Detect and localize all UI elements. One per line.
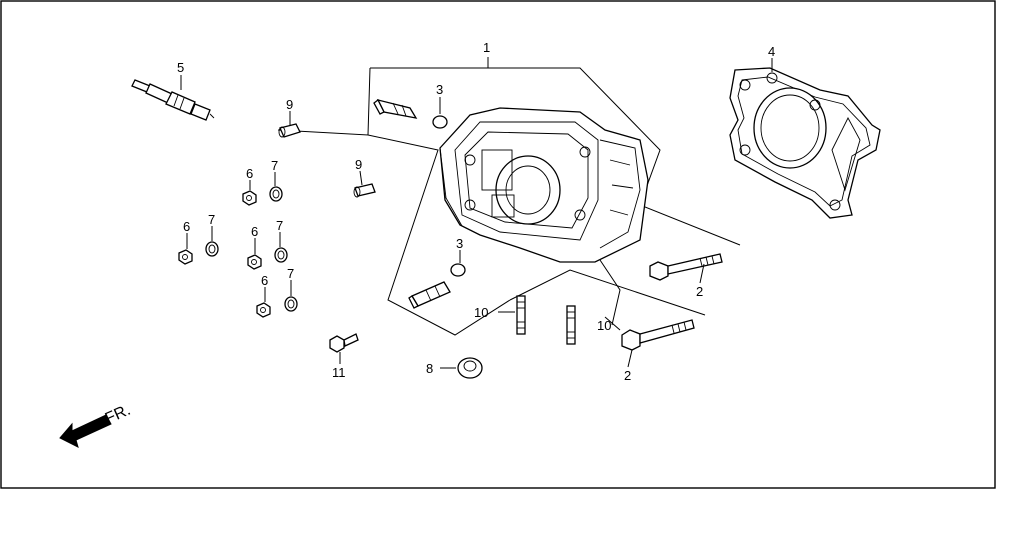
diagram-frame xyxy=(0,0,996,489)
front-direction-indicator: FR. xyxy=(59,402,133,448)
label-part-7-2: 7 xyxy=(208,212,215,227)
bolt-lower xyxy=(621,319,695,351)
washer-4 xyxy=(284,296,298,312)
front-direction-label: FR. xyxy=(103,402,133,428)
label-part-1: 1 xyxy=(483,40,490,55)
label-part-10-right: 10 xyxy=(597,318,611,333)
bolt-upper xyxy=(649,253,723,281)
label-part-8: 8 xyxy=(426,361,433,376)
stud-right xyxy=(566,305,576,345)
label-part-9-lower: 9 xyxy=(355,157,362,172)
label-part-6-3: 6 xyxy=(251,224,258,239)
valve-guide-lower xyxy=(408,281,451,309)
label-part-7-3: 7 xyxy=(276,218,283,233)
assembly-boundary xyxy=(277,57,741,336)
washer-3 xyxy=(274,247,288,263)
label-part-2-lower: 2 xyxy=(624,368,631,383)
washer-1 xyxy=(269,186,283,202)
nut-3 xyxy=(247,254,262,270)
small-bolt xyxy=(329,333,359,353)
o-ring-lower xyxy=(450,263,466,277)
label-part-2-upper: 2 xyxy=(696,284,703,299)
o-ring-upper xyxy=(432,115,448,129)
label-part-10-left: 10 xyxy=(474,305,488,320)
label-part-11: 11 xyxy=(332,365,346,380)
nut-2 xyxy=(178,249,193,265)
washer-2 xyxy=(205,241,219,257)
label-part-3-lower: 3 xyxy=(456,236,463,251)
label-part-9-upper: 9 xyxy=(286,97,293,112)
label-part-6-1: 6 xyxy=(246,166,253,181)
label-part-4: 4 xyxy=(768,44,775,59)
cylinder-head xyxy=(439,107,649,263)
nut-1 xyxy=(242,190,257,206)
cap-nut xyxy=(457,357,483,379)
spark-plug xyxy=(131,79,215,121)
leader-lines xyxy=(180,58,773,369)
label-part-7-1: 7 xyxy=(271,158,278,173)
label-part-6-2: 6 xyxy=(183,219,190,234)
label-part-3-upper: 3 xyxy=(436,82,443,97)
valve-guide-upper xyxy=(373,99,418,119)
stud-left xyxy=(516,295,526,335)
label-part-5: 5 xyxy=(177,60,184,75)
dowel-pin-lower xyxy=(353,183,376,198)
part-labels: 1 3 3 4 5 9 9 6 7 6 7 6 7 6 7 2 2 10 10 … xyxy=(177,40,775,383)
cylinder-gasket xyxy=(729,67,881,219)
label-part-7-4: 7 xyxy=(287,266,294,281)
nut-4 xyxy=(256,302,271,318)
label-part-6-4: 6 xyxy=(261,273,268,288)
dowel-pin-upper xyxy=(278,123,301,138)
front-arrow-icon xyxy=(59,414,112,448)
